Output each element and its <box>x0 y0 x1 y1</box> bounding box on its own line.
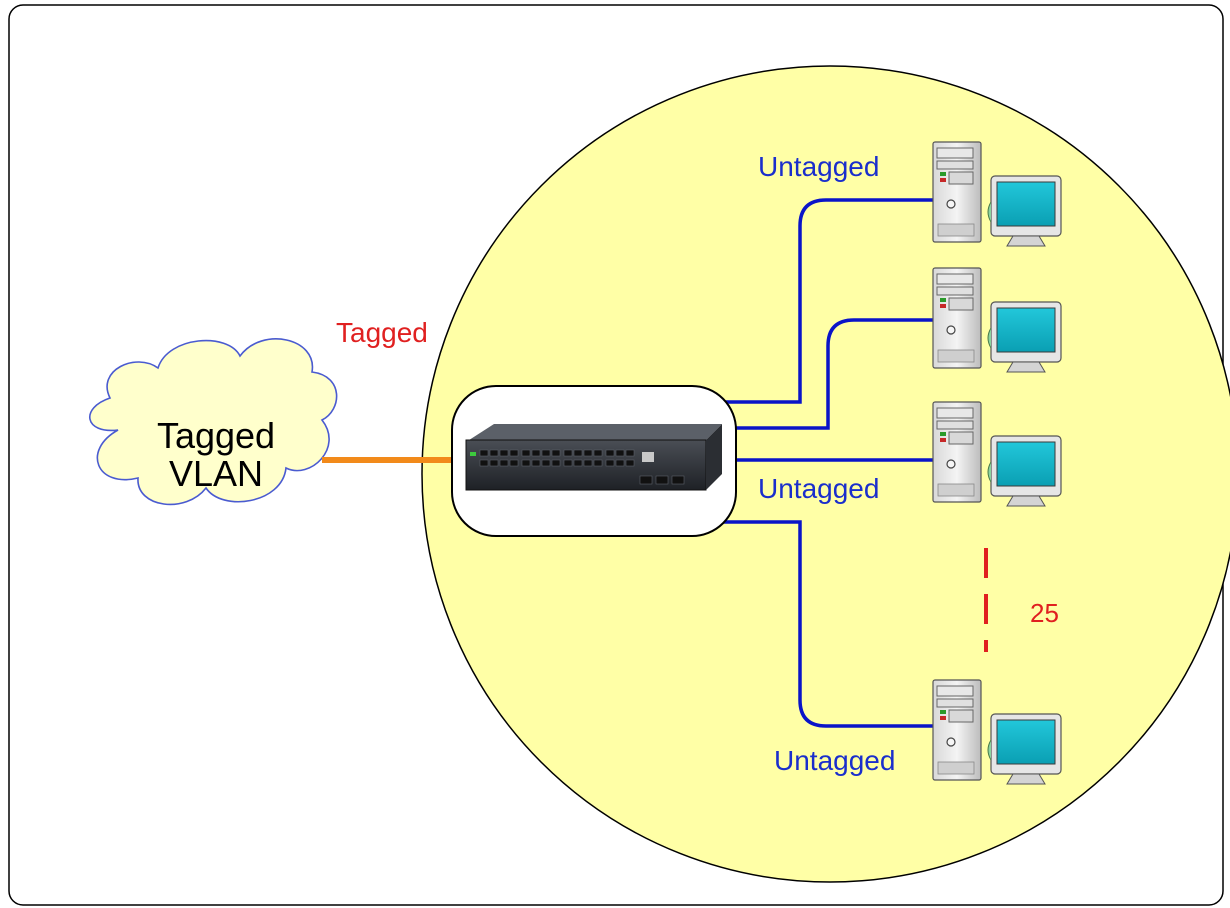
link-pc1 <box>718 198 933 404</box>
computer-count-label: 25 <box>1030 598 1059 628</box>
vlan-zone-circle <box>421 65 1230 883</box>
link-pc2 <box>728 318 933 430</box>
cloud-label-line1: Tagged <box>157 415 275 456</box>
untagged-label-pc3: Untagged <box>758 473 879 504</box>
untagged-links <box>718 198 933 728</box>
network-switch-icon <box>451 385 737 537</box>
cloud-label-line2: VLAN <box>169 453 263 494</box>
tagged-uplink-label: Tagged <box>336 317 428 348</box>
link-pc4 <box>720 520 933 728</box>
untagged-label-pc4: Untagged <box>774 745 895 776</box>
cloud-icon: Tagged VLAN <box>89 338 338 506</box>
untagged-label-pc1: Untagged <box>758 151 879 182</box>
